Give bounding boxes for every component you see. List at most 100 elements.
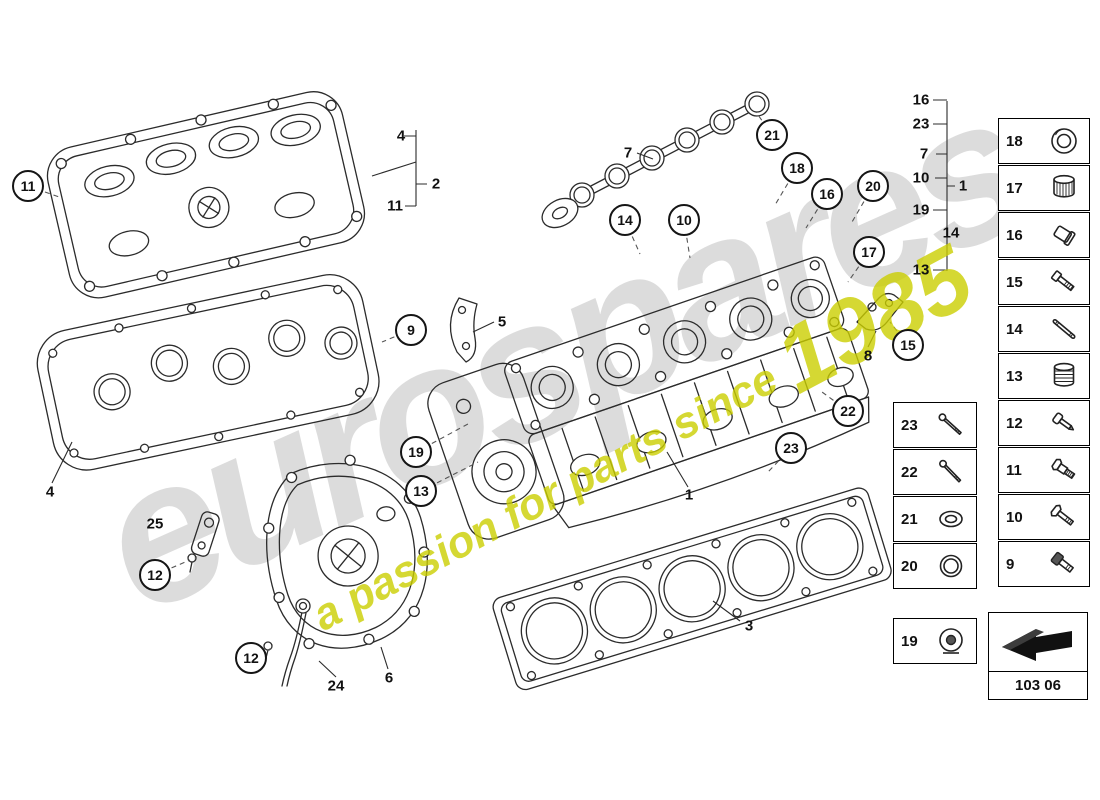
direction-arrow-icon (989, 613, 1087, 671)
callout-number: 15 (900, 337, 916, 353)
legend-number: 16 (1006, 226, 1023, 244)
legend-number: 10 (1006, 508, 1023, 526)
part-number-label: 4 (45, 483, 55, 501)
socket-head-bolt-icon (1046, 546, 1082, 582)
callout-number: 11 (20, 178, 36, 194)
ref-number[interactable]: 13 (912, 261, 930, 279)
legend-item-18[interactable]: 18 (998, 118, 1090, 164)
legend-column-mid: 23 22 21 20 (893, 402, 977, 589)
legend-item-15[interactable]: 15 (998, 259, 1090, 305)
callout-number: 17 (861, 244, 877, 260)
legend-number: 18 (1006, 132, 1023, 150)
part-number-label: 24 (327, 677, 345, 695)
ref-number[interactable]: 14 (942, 224, 960, 242)
legend-item-17[interactable]: 17 (998, 165, 1090, 211)
callout-circle[interactable]: 19 (400, 436, 432, 468)
legend-item-13[interactable]: 13 (998, 353, 1090, 399)
part-number-label: 7 (623, 144, 633, 162)
part-code-box[interactable]: 103 06 (988, 612, 1088, 700)
legend-item-23[interactable]: 23 (893, 402, 977, 448)
legend-column-bottom: 19 (893, 618, 977, 664)
ref-number[interactable]: 1 (958, 177, 968, 195)
callout-circle[interactable]: 23 (775, 432, 807, 464)
legend-number: 19 (901, 632, 918, 650)
legend-item-14[interactable]: 14 (998, 306, 1090, 352)
part-number-label: 25 (146, 515, 164, 533)
part-number-label: 4 (396, 127, 406, 145)
union-icon (1046, 452, 1082, 488)
legend-number: 23 (901, 416, 918, 434)
core-plug-icon (1046, 170, 1082, 206)
legend-number: 20 (901, 557, 918, 575)
part-number-label: 8 (863, 347, 873, 365)
bushing-icon (1046, 217, 1082, 253)
ref-number[interactable]: 10 (912, 169, 930, 187)
legend-item-11[interactable]: 11 (998, 447, 1090, 493)
valve-icon (1046, 405, 1082, 441)
legend-number: 13 (1006, 367, 1023, 385)
part-number-label: 1 (684, 486, 694, 504)
callout-circle[interactable]: 12 (139, 559, 171, 591)
callout-number: 10 (676, 212, 692, 228)
part-number-label: 3 (744, 617, 754, 635)
callout-circle[interactable]: 17 (853, 236, 885, 268)
callout-number: 16 (819, 186, 835, 202)
legend-number: 14 (1006, 320, 1023, 338)
legend-number: 12 (1006, 414, 1023, 432)
callout-number: 20 (865, 178, 881, 194)
callout-number: 9 (407, 322, 415, 338)
callout-number: 23 (783, 440, 799, 456)
part-number-label: 6 (384, 669, 394, 687)
callout-number: 13 (413, 483, 429, 499)
ref-number[interactable]: 16 (912, 91, 930, 109)
sealing-cap-icon (1046, 123, 1082, 159)
callout-number: 21 (764, 127, 780, 143)
hex-bolt-icon (1046, 499, 1082, 535)
bolt-icon (1046, 264, 1082, 300)
callout-number: 12 (147, 567, 163, 583)
legend-number: 21 (901, 510, 918, 528)
part-code-label: 103 06 (989, 671, 1087, 699)
callout-circle[interactable]: 22 (832, 395, 864, 427)
callout-number: 19 (408, 444, 424, 460)
rubber-mount-icon (933, 623, 969, 659)
o-ring-icon (933, 548, 969, 584)
callout-circle[interactable]: 13 (405, 475, 437, 507)
legend-number: 17 (1006, 179, 1023, 197)
callout-circle[interactable]: 11 (12, 170, 44, 202)
callout-number: 18 (789, 160, 805, 176)
callout-circle[interactable]: 18 (781, 152, 813, 184)
legend-item-22[interactable]: 22 (893, 449, 977, 495)
callout-number: 12 (243, 650, 259, 666)
callout-circle[interactable]: 15 (892, 329, 924, 361)
legend-item-20[interactable]: 20 (893, 543, 977, 589)
legend-item-10[interactable]: 10 (998, 494, 1090, 540)
ref-number[interactable]: 7 (919, 145, 929, 163)
callout-circle[interactable]: 20 (857, 170, 889, 202)
legend-item-21[interactable]: 21 (893, 496, 977, 542)
callout-circle[interactable]: 10 (668, 204, 700, 236)
ref-number[interactable]: 19 (912, 201, 930, 219)
cylinder-head-bolt-icon (933, 454, 969, 490)
callout-circle[interactable]: 12 (235, 642, 267, 674)
legend-item-16[interactable]: 16 (998, 212, 1090, 258)
ref-number[interactable]: 23 (912, 115, 930, 133)
part-number-label: 2 (431, 175, 441, 193)
part-number-label: 5 (497, 313, 507, 331)
seal-washer-icon (933, 501, 969, 537)
callout-circle[interactable]: 16 (811, 178, 843, 210)
legend-number: 22 (901, 463, 918, 481)
legend-number: 15 (1006, 273, 1023, 291)
callout-circle[interactable]: 9 (395, 314, 427, 346)
callout-number: 22 (840, 403, 856, 419)
legend-item-19[interactable]: 19 (893, 618, 977, 664)
legend-item-12[interactable]: 12 (998, 400, 1090, 446)
part-number-label: 11 (387, 197, 403, 215)
callout-circle[interactable]: 14 (609, 204, 641, 236)
callout-circle[interactable]: 21 (756, 119, 788, 151)
stud-icon (1046, 311, 1082, 347)
legend-item-9[interactable]: 9 (998, 541, 1090, 587)
legend-number: 11 (1006, 461, 1022, 479)
screw-plug-icon (1046, 358, 1082, 394)
